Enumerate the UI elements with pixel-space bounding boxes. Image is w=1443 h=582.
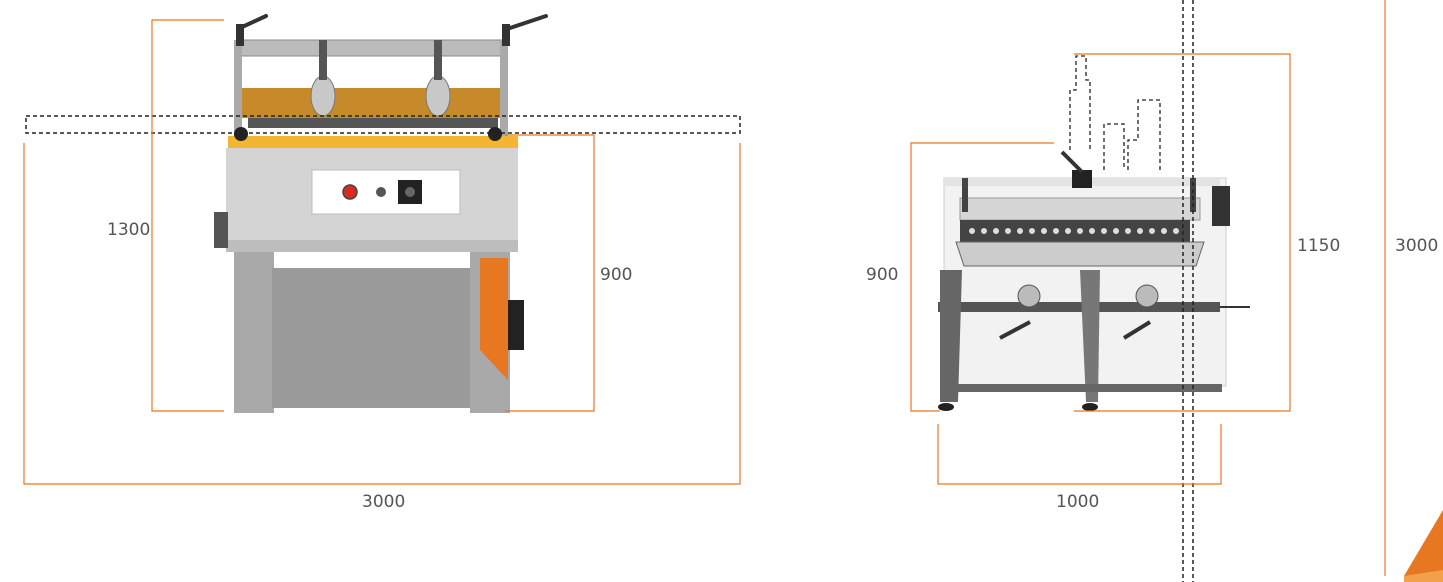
- front-side-handle: [214, 212, 228, 248]
- front-clamp-rod-1: [319, 40, 327, 80]
- front-wheel-left: [234, 127, 248, 141]
- front-lever-left: [238, 14, 268, 30]
- front-wheel-right: [488, 127, 502, 141]
- front-height-table-label: 900: [600, 265, 633, 285]
- side-base: [940, 384, 1222, 392]
- side-drill-holes: [969, 228, 1179, 234]
- side-lever-2: [1122, 320, 1152, 340]
- front-clamp-rod-2: [434, 40, 442, 80]
- drill-beam: [242, 88, 502, 118]
- front-orange-guard: [480, 258, 508, 380]
- side-machine: [938, 150, 1250, 411]
- side-dim-1000: [937, 424, 1222, 485]
- front-clamp-1: [310, 75, 336, 117]
- front-height-total-label: 1300: [107, 220, 151, 240]
- side-beam: [959, 197, 1201, 221]
- front-cabinet-panel: [272, 268, 470, 408]
- right-height-label: 3000: [1395, 236, 1439, 256]
- drill-row: [248, 118, 498, 128]
- side-post-right: [1190, 178, 1196, 212]
- front-width-label: 3000: [362, 492, 406, 512]
- front-dim-3000: [23, 143, 741, 485]
- side-leg-right: [1080, 270, 1100, 402]
- side-lever-1: [999, 320, 1031, 340]
- front-top-bar: [235, 39, 507, 57]
- side-drill-row: [960, 220, 1190, 242]
- front-table-rail: [228, 136, 518, 148]
- side-leg-left: [940, 270, 962, 402]
- front-lever-right: [508, 14, 548, 30]
- front-dashed-workpiece: [25, 115, 741, 134]
- pilot-light-icon: [376, 187, 386, 197]
- right-orange-corner: [1404, 510, 1443, 576]
- side-clamp-2: [1135, 284, 1159, 308]
- side-crank-body: [1072, 170, 1092, 188]
- side-table-rail: [938, 302, 1220, 312]
- front-motor-box: [508, 300, 524, 350]
- front-machine: [214, 14, 548, 413]
- front-dim-1300: [151, 19, 224, 412]
- side-width-label: 1000: [1056, 492, 1100, 512]
- side-dim-1150: [1074, 53, 1291, 412]
- front-right-column: [500, 40, 508, 136]
- right-orange-corner-tip: [1404, 570, 1443, 582]
- side-foot-right: [1082, 403, 1098, 411]
- side-height-total-label: 1150: [1297, 236, 1341, 256]
- side-dashed-workpiece: [1069, 55, 1161, 170]
- side-foot-left: [938, 403, 954, 411]
- side-hopper: [955, 241, 1205, 267]
- side-dimensions: [910, 53, 1291, 485]
- side-crank-handle: [1060, 150, 1084, 174]
- main-switch-knob: [405, 187, 415, 197]
- front-clamp-2: [425, 75, 451, 117]
- control-panel: [311, 169, 461, 215]
- side-post-left: [962, 178, 968, 212]
- front-body-shade: [226, 240, 518, 252]
- front-dimensions: [23, 19, 741, 485]
- emergency-stop-icon: [342, 184, 358, 200]
- side-clamp-1: [1017, 284, 1041, 308]
- front-left-leg: [234, 248, 274, 413]
- front-lever-left-post: [236, 24, 244, 46]
- side-height-table-label: 900: [866, 265, 899, 285]
- front-lever-right-post: [502, 24, 510, 46]
- side-dim-900: [910, 142, 1054, 412]
- front-left-column: [234, 40, 242, 136]
- side-motor: [1212, 186, 1230, 226]
- front-dim-900: [505, 134, 595, 412]
